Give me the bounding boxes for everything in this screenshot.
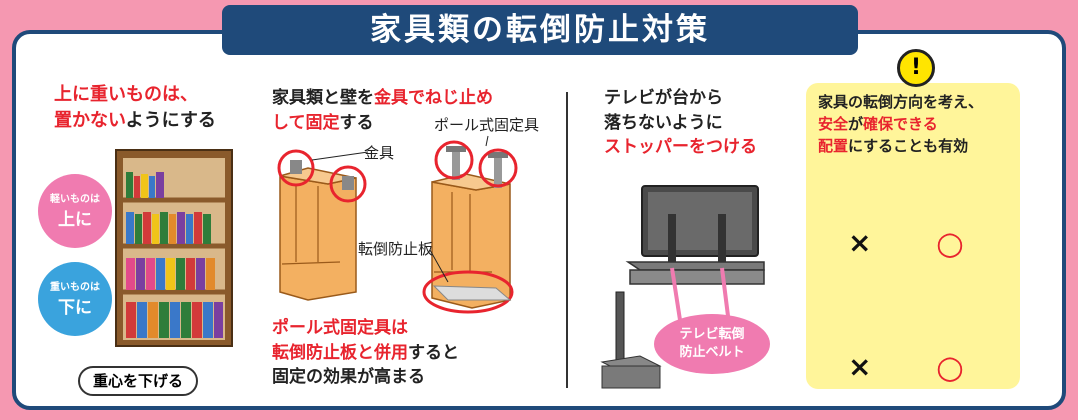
section4-heading-line3: 配置にすることも有効 xyxy=(818,136,983,158)
section3-heading-line2: 落ちないように xyxy=(604,112,723,133)
heavy-items-caption: 重いものは xyxy=(50,282,100,293)
section2-heading-red1: 金具でねじ止め xyxy=(374,88,493,108)
tv-belt-label-line1: テレビ転倒 xyxy=(679,327,745,342)
section2-note-rest: すると xyxy=(408,342,459,363)
bracket-label: 金具 xyxy=(364,144,395,162)
section2-note-line1: ポール式固定具は xyxy=(272,318,408,338)
section4-heading-mid: が xyxy=(848,114,864,133)
section4-heading-line2: 安全が確保できる xyxy=(818,114,983,136)
section4-heading-red1: 安全 xyxy=(818,114,849,133)
section2-note-part1: 固定 xyxy=(272,367,306,388)
tv-belt-label: テレビ転倒 防止ベルト xyxy=(654,326,770,362)
section2-note-red: 転倒防止板と併用 xyxy=(272,342,408,363)
section3-heading: テレビが台から 落ちないように ストッパーをつける xyxy=(604,86,757,160)
section3-heading-line3: ストッパーをつける xyxy=(604,137,757,158)
section2-heading-part1: 家具類と壁を xyxy=(272,88,374,108)
lower-center-of-gravity-badge: 重心を下げる xyxy=(78,366,198,396)
pole-fixture-label: ポール式固定具 xyxy=(434,116,540,134)
section2-note-part2: の効果が高まる xyxy=(306,367,425,388)
section2-heading: 家具類と壁を金具でねじ止め して固定する xyxy=(272,86,493,135)
section4-heading-red3: 配置 xyxy=(818,136,849,155)
section2-heading-line1: 家具類と壁を金具でねじ止め xyxy=(272,86,493,111)
ok-mark-top: ○ xyxy=(936,224,964,262)
section2-note-line3: 固定の効果が高まる xyxy=(272,365,459,390)
section2-heading-line2: して固定する xyxy=(272,111,493,136)
belt-callout xyxy=(654,314,770,374)
section2-heading-rest: する xyxy=(339,112,374,133)
light-items-position: 上に xyxy=(58,210,92,230)
heavy-items-bottom-badge: 重いものは 下に xyxy=(38,262,112,336)
section4-heading-red2: 確保できる xyxy=(863,114,938,133)
section4-heading-line1: 家具の転倒方向を考え、 xyxy=(818,93,984,111)
heavy-items-position: 下に xyxy=(58,298,92,318)
section3-heading-line1: テレビが台から xyxy=(604,88,723,108)
section2-heading-red2: して固定 xyxy=(272,112,340,133)
tv-icon xyxy=(625,185,765,321)
cabinet-bracket-icon xyxy=(277,149,369,301)
section4-heading-rest: にすることも有効 xyxy=(848,136,969,155)
anti-tip-board-label: 転倒防止板 xyxy=(358,240,434,258)
cabinet-pole-icon xyxy=(422,135,518,314)
warning-icon: ! xyxy=(897,49,935,87)
ng-mark-top: × xyxy=(848,226,872,259)
placement-tip-box xyxy=(806,83,1020,389)
section4-heading: 家具の転倒方向を考え、 安全が確保できる 配置にすることも有効 xyxy=(818,92,983,157)
section1-heading-line1: 上に重いものは、 xyxy=(54,84,198,105)
light-items-top-badge: 軽いものは 上に xyxy=(38,174,112,248)
section2-note-line2: 転倒防止板と併用すると xyxy=(272,341,459,366)
section1-heading-red: 置かない xyxy=(54,110,126,132)
page-title: 家具類の転倒防止対策 xyxy=(222,5,858,55)
light-items-caption: 軽いものは xyxy=(50,194,100,205)
section1-heading-line2: 置かないようにする xyxy=(54,108,216,134)
section1-heading-rest: ようにする xyxy=(125,110,216,132)
ng-mark-bottom: × xyxy=(848,350,872,383)
section1-heading: 上に重いものは、 置かないようにする xyxy=(54,82,216,134)
tv-side-icon xyxy=(600,291,662,389)
bookshelf-icon xyxy=(115,149,233,347)
tv-belt-label-line2: 防止ベルト xyxy=(679,345,745,360)
section-divider xyxy=(566,92,568,388)
ok-mark-bottom: ○ xyxy=(936,348,964,386)
section2-note: ポール式固定具は 転倒防止板と併用すると 固定の効果が高まる xyxy=(272,316,459,390)
